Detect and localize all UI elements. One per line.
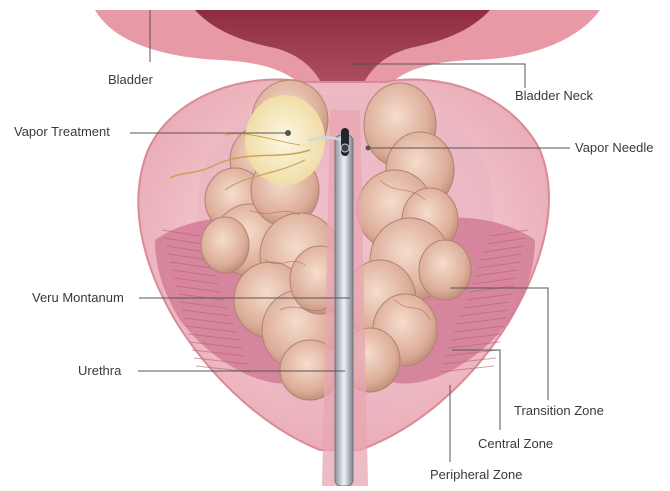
tissue-lobe xyxy=(419,240,471,300)
label-vapor-needle: Vapor Needle xyxy=(575,140,654,155)
tissue-lobe xyxy=(201,217,249,273)
label-veru-montanum: Veru Montanum xyxy=(32,290,124,305)
label-bladder: Bladder xyxy=(108,72,153,87)
label-vapor-treatment: Vapor Treatment xyxy=(14,124,110,139)
label-bladder-neck: Bladder Neck xyxy=(515,88,593,103)
vapor-needle-tip-icon xyxy=(341,144,349,152)
label-urethra: Urethra xyxy=(78,363,121,378)
label-transition-zone: Transition Zone xyxy=(514,403,604,418)
label-central-zone: Central Zone xyxy=(478,436,553,451)
needle-dot-icon xyxy=(366,146,371,151)
treatment-dot-icon xyxy=(285,130,291,136)
label-peripheral-zone: Peripheral Zone xyxy=(430,467,523,482)
